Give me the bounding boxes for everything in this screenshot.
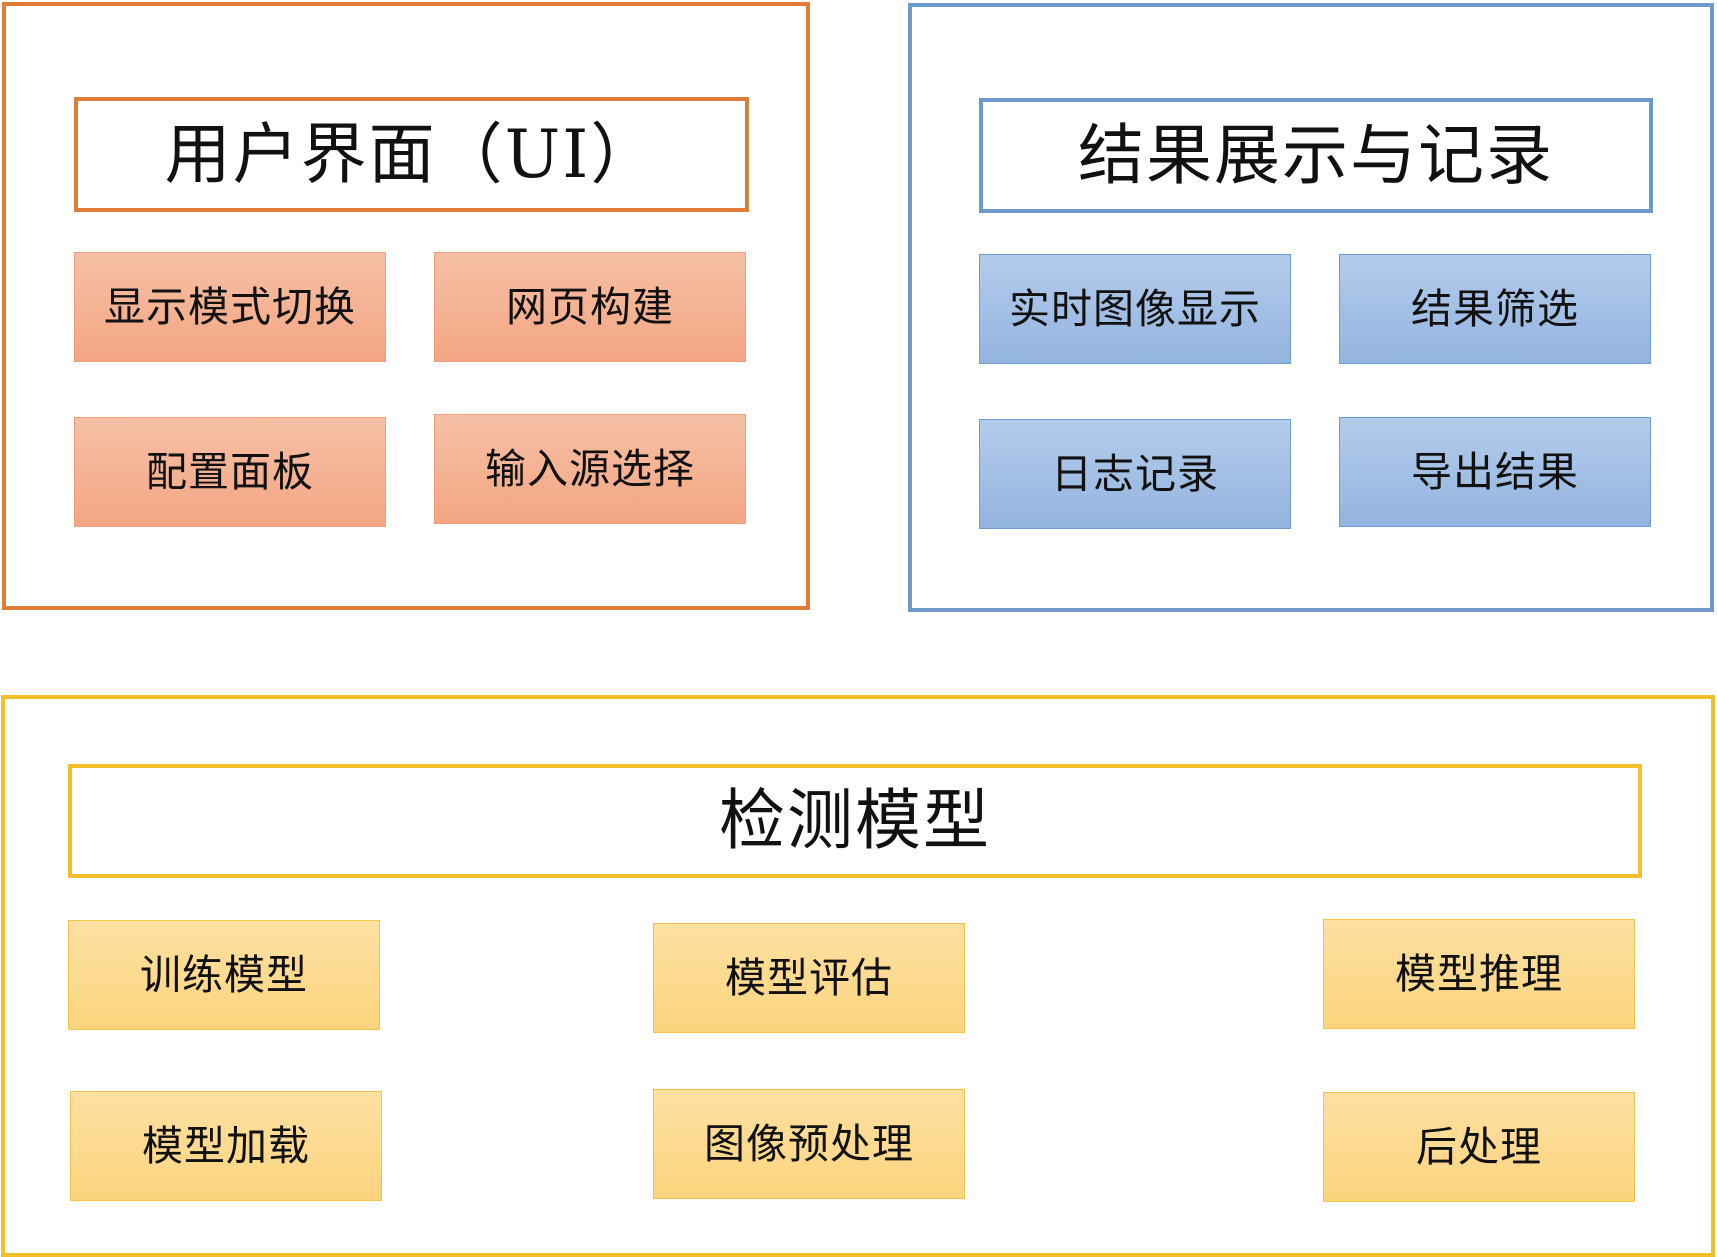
item-input-source-select: 输入源选择: [434, 414, 746, 524]
item-postprocessing: 后处理: [1323, 1092, 1635, 1202]
item-export-results: 导出结果: [1339, 417, 1651, 527]
item-model-evaluation: 模型评估: [653, 923, 965, 1033]
item-realtime-image-display: 实时图像显示: [979, 254, 1291, 364]
item-config-panel: 配置面板: [74, 417, 386, 527]
item-display-mode-switch: 显示模式切换: [74, 252, 386, 362]
results-group-title: 结果展示与记录: [979, 98, 1653, 213]
model-group-title: 检测模型: [68, 764, 1642, 878]
item-log-record: 日志记录: [979, 419, 1291, 529]
item-model-inference: 模型推理: [1323, 919, 1635, 1029]
results-group: 结果展示与记录 实时图像显示 结果筛选 日志记录 导出结果: [908, 3, 1714, 612]
ui-group-title: 用户界面（UI）: [74, 97, 749, 212]
item-train-model: 训练模型: [68, 920, 380, 1030]
item-model-loading: 模型加载: [70, 1091, 382, 1201]
ui-group: 用户界面（UI） 显示模式切换 网页构建 配置面板 输入源选择: [2, 2, 810, 610]
item-result-filter: 结果筛选: [1339, 254, 1651, 364]
item-webpage-build: 网页构建: [434, 252, 746, 362]
model-group: 检测模型 训练模型 模型评估 模型推理 模型加载 图像预处理 后处理: [1, 695, 1715, 1257]
item-image-preprocessing: 图像预处理: [653, 1089, 965, 1199]
